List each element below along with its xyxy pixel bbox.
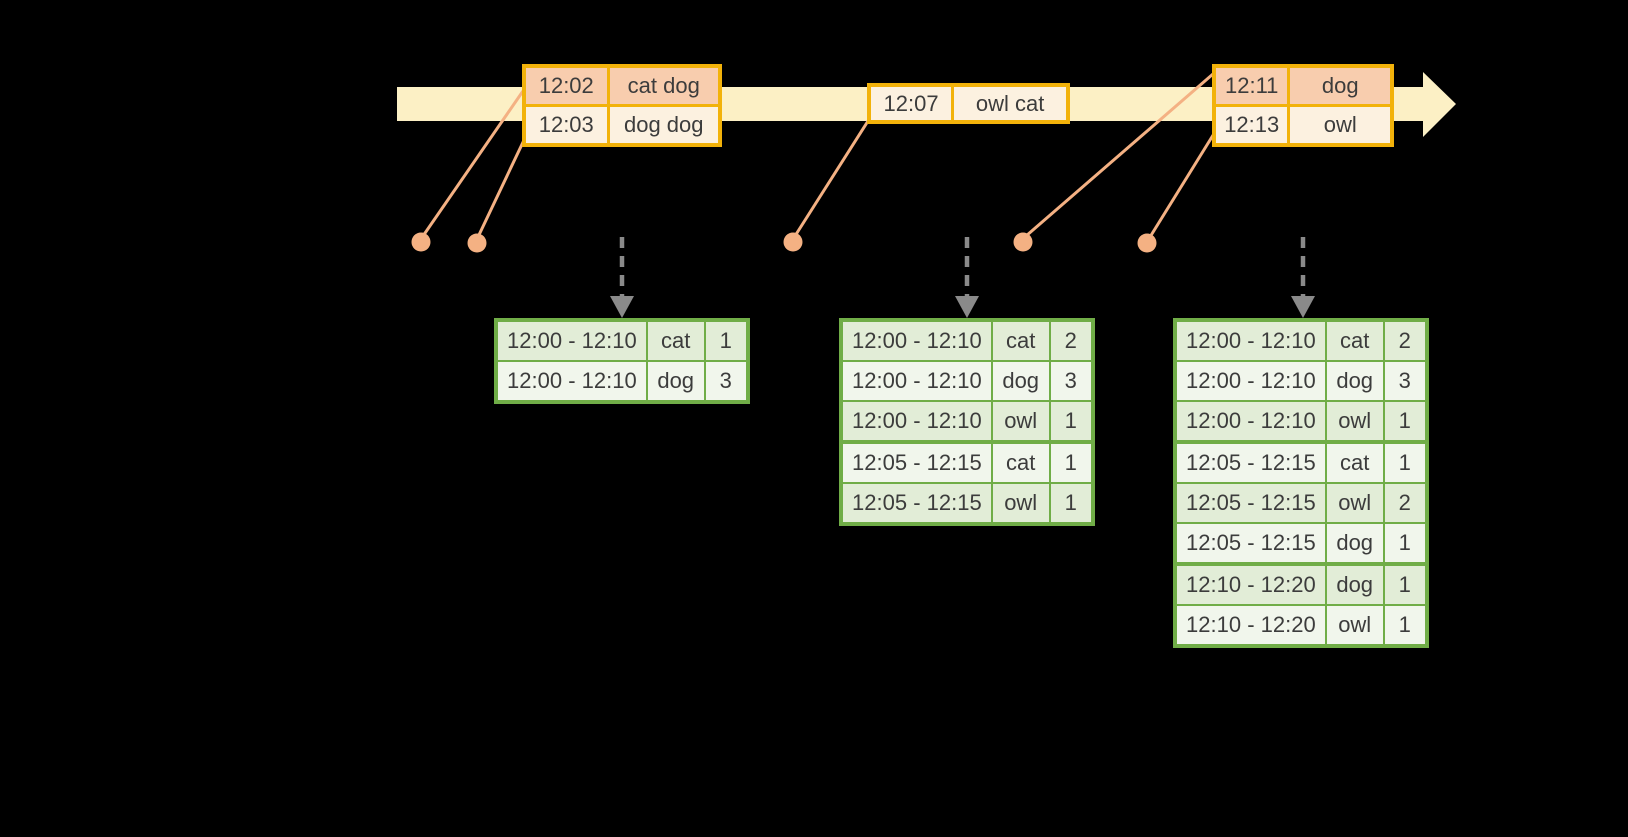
window-cell: 12:00 - 12:10 [840,360,993,402]
window-cell: 12:00 - 12:10 [495,319,648,362]
word-cell: cat [990,441,1051,484]
window-cell: 12:10 - 12:20 [1174,563,1327,606]
event-words: owl cat [951,83,1070,124]
result-row: 12:05 - 12:15 cat 1 [840,441,1095,484]
connector-line [1148,131,1217,238]
count-cell: 3 [1382,360,1429,402]
word-cell: owl [1324,482,1385,524]
result-row: 12:00 - 12:10 owl 1 [1174,400,1429,444]
word-cell: owl [1324,400,1385,444]
result-row: 12:00 - 12:10 dog 3 [495,360,750,403]
result-row: 12:10 - 12:20 dog 1 [1174,563,1429,606]
event-batch-table: 12:11 dog 12:13 owl [1212,64,1394,147]
event-row: 12:02 cat dog [522,64,722,107]
result-row: 12:05 - 12:15 owl 2 [1174,482,1429,524]
window-cell: 12:00 - 12:10 [840,319,993,362]
count-cell: 3 [703,360,750,403]
result-row: 12:00 - 12:10 dog 3 [840,360,1095,402]
word-cell: cat [1324,319,1385,362]
connector-line [421,90,525,237]
event-time: 12:07 [867,83,955,124]
result-row: 12:05 - 12:15 owl 1 [840,482,1095,525]
dot-icon [1013,232,1033,252]
dashed-down-arrow-icon [1291,237,1315,318]
window-cell: 12:05 - 12:15 [840,482,993,525]
result-row: 12:00 - 12:10 cat 1 [495,319,750,362]
event-words: dog [1287,64,1394,107]
dot-icon [467,233,487,253]
window-cell: 12:00 - 12:10 [495,360,648,403]
count-cell: 1 [1382,400,1429,444]
window-cell: 12:00 - 12:10 [840,400,993,444]
result-row: 12:05 - 12:15 cat 1 [1174,441,1429,484]
connector-line [1025,72,1214,238]
result-row: 12:10 - 12:20 owl 1 [1174,604,1429,647]
result-row: 12:00 - 12:10 dog 3 [1174,360,1429,402]
event-time: 12:03 [522,104,610,147]
event-words: cat dog [606,64,722,107]
result-row: 12:00 - 12:10 cat 2 [1174,319,1429,362]
event-row: 12:07 owl cat [867,83,1070,124]
event-row: 12:13 owl [1212,104,1394,147]
dot-icon [783,232,803,252]
count-cell: 2 [1382,482,1429,524]
count-cell: 1 [1382,441,1429,484]
dot-icon [1137,233,1157,253]
count-cell: 2 [1382,319,1429,362]
event-batch-table: 12:02 cat dog 12:03 dog dog [522,64,722,147]
window-cell: 12:00 - 12:10 [1174,360,1327,402]
count-cell: 1 [1048,400,1095,444]
event-row: 12:03 dog dog [522,104,722,147]
count-cell: 1 [1382,563,1429,606]
word-cell: cat [1324,441,1385,484]
count-cell: 1 [1382,522,1429,566]
event-time: 12:13 [1212,104,1291,147]
word-cell: dog [1324,563,1385,606]
count-cell: 1 [703,319,750,362]
word-cell: cat [990,319,1051,362]
count-cell: 3 [1048,360,1095,402]
word-cell: owl [1324,604,1385,647]
window-cell: 12:05 - 12:15 [1174,522,1327,566]
result-table: 12:00 - 12:10 cat 2 12:00 - 12:10 dog 3 … [1173,318,1429,648]
word-cell: owl [990,400,1051,444]
event-time: 12:11 [1212,64,1291,107]
dashed-down-arrow-icon [610,237,634,318]
count-cell: 1 [1048,482,1095,525]
event-row: 12:11 dog [1212,64,1394,107]
result-row: 12:05 - 12:15 dog 1 [1174,522,1429,566]
count-cell: 1 [1048,441,1095,484]
window-cell: 12:00 - 12:10 [1174,319,1327,362]
window-cell: 12:00 - 12:10 [1174,400,1327,444]
dashed-down-arrow-icon [955,237,979,318]
result-table: 12:00 - 12:10 cat 2 12:00 - 12:10 dog 3 … [839,318,1095,526]
connector-line [793,120,870,237]
event-words: dog dog [606,104,722,147]
count-cell: 1 [1382,604,1429,647]
result-row: 12:00 - 12:10 cat 2 [840,319,1095,362]
word-cell: dog [645,360,706,403]
window-cell: 12:05 - 12:15 [1174,482,1327,524]
word-cell: cat [645,319,706,362]
word-cell: dog [1324,360,1385,402]
event-time: 12:02 [522,64,610,107]
window-cell: 12:05 - 12:15 [840,441,993,484]
window-cell: 12:10 - 12:20 [1174,604,1327,647]
connector-line [476,137,527,238]
window-cell: 12:05 - 12:15 [1174,441,1327,484]
word-cell: dog [990,360,1051,402]
word-cell: owl [990,482,1051,525]
result-table: 12:00 - 12:10 cat 1 12:00 - 12:10 dog 3 [494,318,750,404]
event-batch-table: 12:07 owl cat [867,83,1070,124]
event-words: owl [1287,104,1394,147]
dot-icon [411,232,431,252]
count-cell: 2 [1048,319,1095,362]
result-row: 12:00 - 12:10 owl 1 [840,400,1095,444]
word-cell: dog [1324,522,1385,566]
